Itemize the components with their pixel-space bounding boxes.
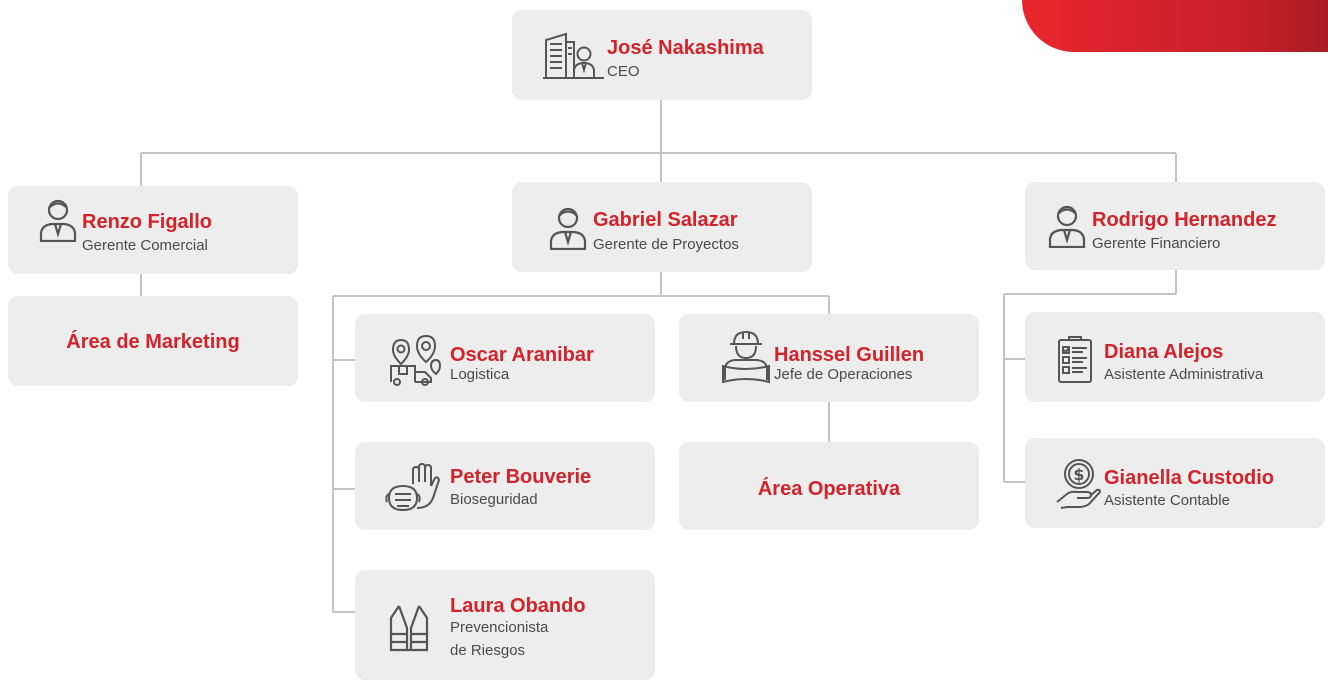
staff-name: Peter Bouverie <box>450 466 592 488</box>
manager-card-commercial[interactable]: Renzo Figallo Gerente Comercial <box>8 186 298 274</box>
staff-card-biosecurity[interactable]: Peter Bouverie Bioseguridad <box>355 442 655 530</box>
staff-name: Oscar Aranibar <box>450 344 594 366</box>
person-icon <box>548 206 588 250</box>
staff-role: Asistente Contable <box>1104 492 1230 509</box>
hand-coin-icon: $ <box>1055 458 1101 510</box>
ceo-name: José Nakashima <box>607 37 764 59</box>
manager-role: Gerente Financiero <box>1092 235 1221 252</box>
staff-name: Hanssel Guillen <box>774 344 925 366</box>
staff-name: Diana Alejos <box>1104 341 1224 363</box>
area-label: Área Operativa <box>757 478 901 500</box>
engineer-icon <box>719 328 773 384</box>
staff-card-admin[interactable]: Diana Alejos Asistente Administrativa <box>1025 312 1325 402</box>
staff-role: Bioseguridad <box>450 491 538 508</box>
ceo-card[interactable]: José Nakashima CEO <box>512 10 812 100</box>
staff-role: Asistente Administrativa <box>1104 366 1264 383</box>
staff-role-line2: de Riesgos <box>450 642 526 659</box>
manager-card-projects[interactable]: Gabriel Salazar Gerente de Proyectos <box>512 182 812 272</box>
area-card-operations[interactable]: Área Operativa <box>679 442 979 530</box>
ceo-role: CEO <box>607 63 640 80</box>
building-person-icon <box>542 32 604 80</box>
corner-accent-tab <box>1022 0 1328 52</box>
delivery-truck-icon <box>387 332 441 386</box>
person-icon <box>1047 204 1087 248</box>
manager-name: Gabriel Salazar <box>593 209 738 231</box>
staff-role: Jefe de Operaciones <box>774 366 913 383</box>
area-label: Área de Marketing <box>66 331 240 353</box>
manager-role: Gerente de Proyectos <box>593 236 739 253</box>
staff-card-logistics[interactable]: Oscar Aranibar Logistica <box>355 314 655 402</box>
staff-card-operations-head[interactable]: Hanssel Guillen Jefe de Operaciones <box>679 314 979 402</box>
manager-card-finance[interactable]: Rodrigo Hernandez Gerente Financiero <box>1025 182 1325 270</box>
mask-gloves-icon <box>385 462 443 514</box>
staff-name: Laura Obando <box>450 595 586 617</box>
staff-card-risk[interactable]: Laura Obando Prevencionista de Riesgos <box>355 570 655 680</box>
staff-name: Gianella Custodio <box>1104 467 1275 489</box>
svg-text:$: $ <box>1073 465 1084 484</box>
manager-role: Gerente Comercial <box>82 237 208 254</box>
staff-role: Logistica <box>450 366 510 383</box>
clipboard-checklist-icon <box>1057 336 1093 384</box>
manager-name: Rodrigo Hernandez <box>1092 209 1277 231</box>
staff-card-accounting[interactable]: $ Gianella Custodio Asistente Contable <box>1025 438 1325 528</box>
safety-vest-icon <box>387 604 431 654</box>
area-card-marketing[interactable]: Área de Marketing <box>8 296 298 386</box>
manager-name: Renzo Figallo <box>82 211 212 233</box>
staff-role-line1: Prevencionista <box>450 619 549 636</box>
person-icon <box>38 198 78 242</box>
